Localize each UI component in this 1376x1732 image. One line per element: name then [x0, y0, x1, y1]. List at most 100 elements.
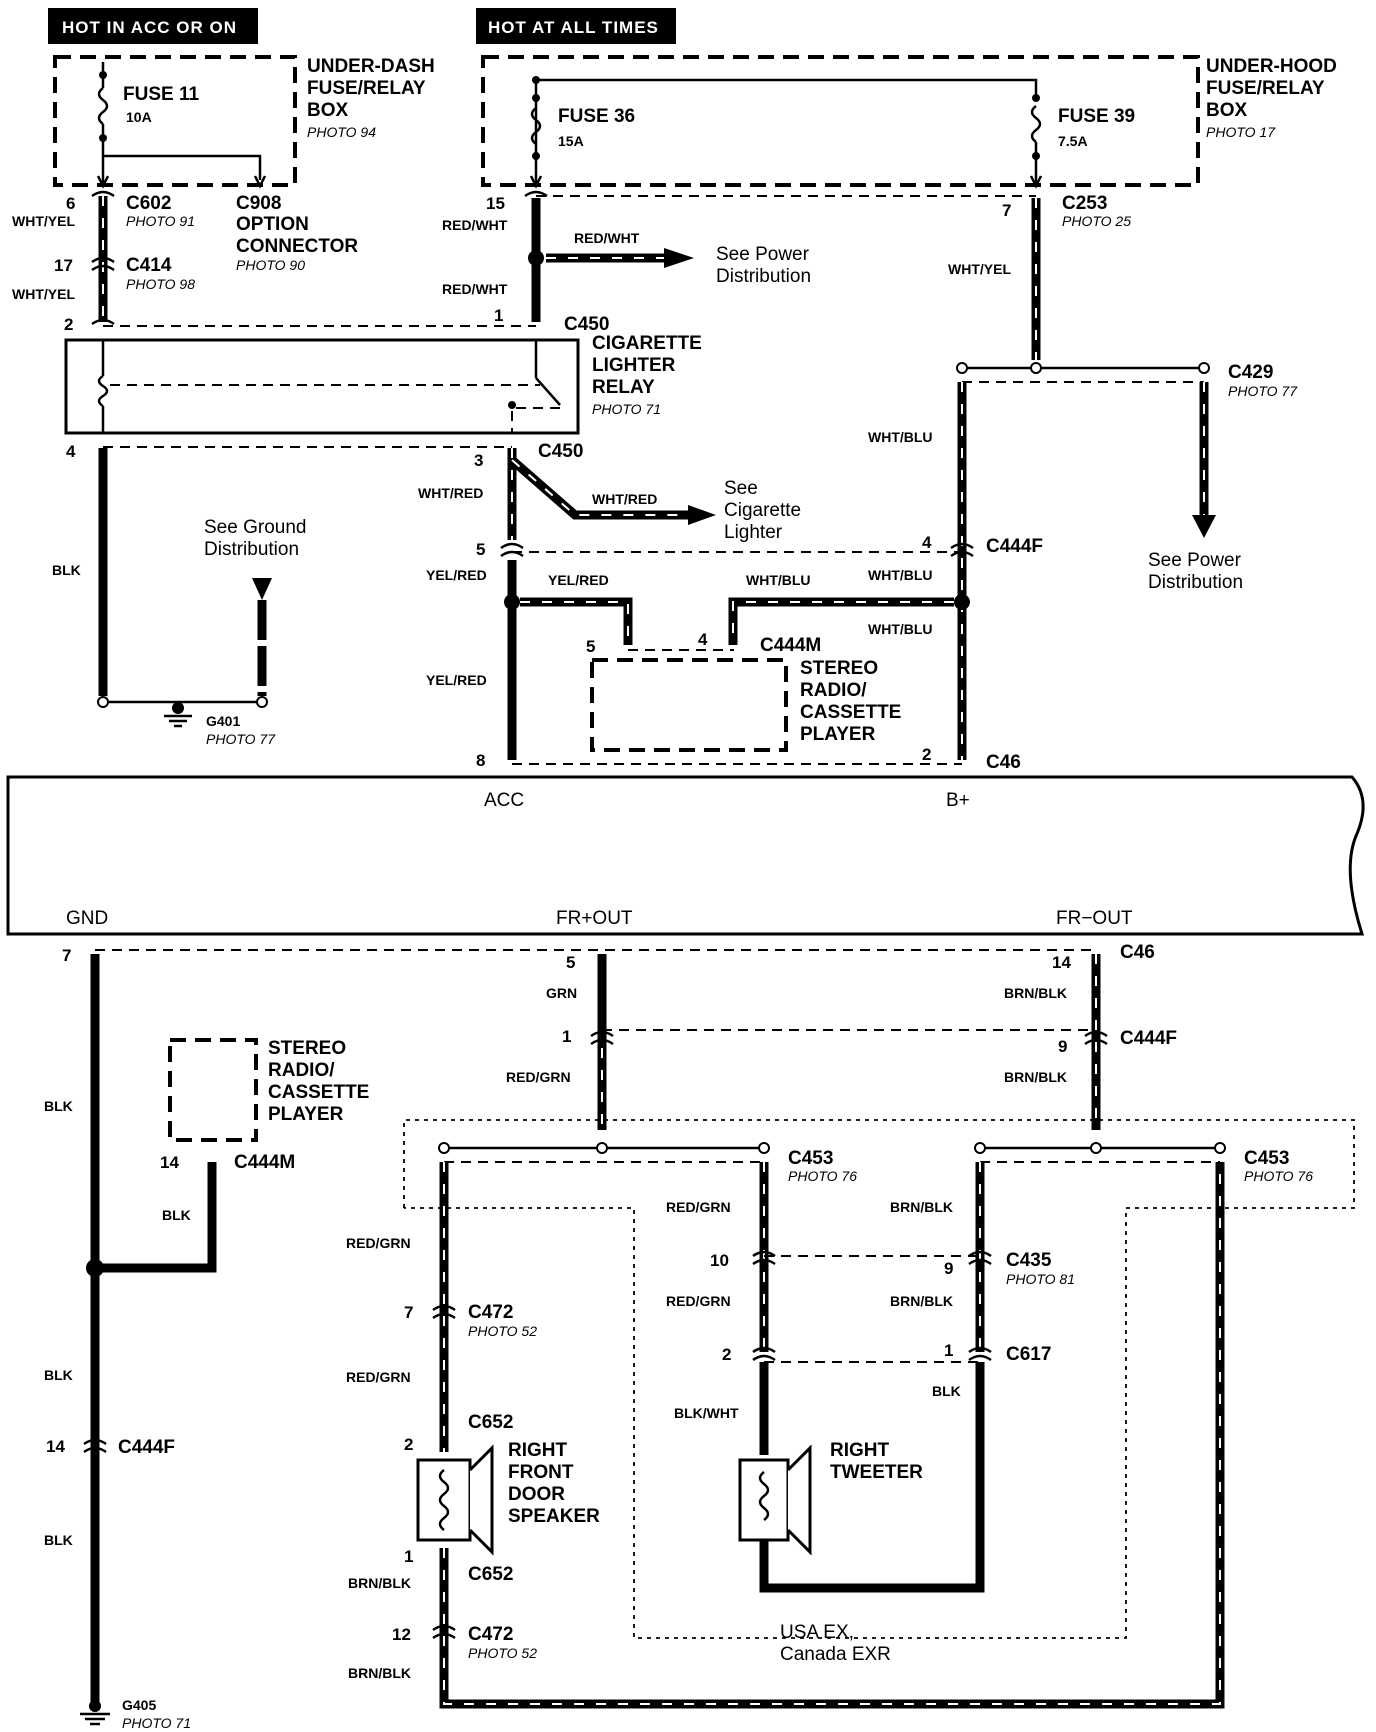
connector-c444f-top: C444F [986, 536, 1043, 557]
speaker-label-4: SPEAKER [508, 1506, 600, 1527]
terminal-fr-plus: FR+OUT [556, 908, 633, 929]
c453-photo-right: PHOTO 76 [1244, 1168, 1313, 1184]
connector-c602: C602 [126, 193, 171, 214]
g401-photo: PHOTO 77 [206, 731, 276, 747]
fuse-39-icon [1029, 94, 1043, 189]
wire-label-brn-blk-4: BRN/BLK [348, 1665, 411, 1681]
pin-17: 17 [54, 256, 73, 275]
connector-symbol-c472-bottom [432, 1624, 456, 1640]
arrow-right-icon [664, 248, 694, 268]
wire-label-wht-yel-3: WHT/YEL [948, 261, 1011, 277]
c253-photo: PHOTO 25 [1062, 213, 1131, 229]
pin-15: 15 [486, 194, 505, 213]
wire-label-brn-blk-5: BRN/BLK [890, 1199, 953, 1215]
wire-label-blk-wht: BLK/WHT [674, 1405, 739, 1421]
wire-label-wht-blu-3: WHT/BLU [746, 572, 811, 588]
connector-symbol-gnd-c444f [83, 1438, 107, 1454]
ground-g401: G401 [206, 713, 240, 729]
c435-photo: PHOTO 81 [1006, 1271, 1075, 1287]
pin-3: 3 [474, 451, 483, 470]
c429-photo: PHOTO 77 [1228, 383, 1298, 399]
power-ref-1b: Distribution [716, 266, 811, 287]
pin-14-c444f: 14 [46, 1437, 65, 1456]
connector-symbol-c617-left [752, 1346, 776, 1362]
arrow-down-icon [1192, 515, 1216, 538]
fuse-36-icon [529, 76, 1038, 189]
connector-c450-top: C450 [564, 314, 609, 335]
fuse-11-amp: 10A [126, 109, 152, 125]
pin-2-relay: 2 [64, 315, 73, 334]
speaker-label-3: DOOR [508, 1484, 565, 1505]
header-tag-acc [48, 8, 258, 44]
c472-photo-bottom: PHOTO 52 [468, 1645, 537, 1661]
tweeter-icon [738, 1444, 812, 1556]
relay-coil-icon [97, 340, 561, 433]
wire-blk-tweeter [759, 1362, 985, 1593]
power-ref-2a: See Power [1148, 550, 1242, 571]
power-ref-1a: See Power [716, 244, 810, 265]
wire-label-wht-yel-1: WHT/YEL [12, 213, 75, 229]
wire-label-red-grn-1: RED/GRN [506, 1069, 571, 1085]
connector-symbol-15 [524, 190, 548, 198]
pin-8: 8 [476, 751, 485, 770]
underdash-label-1: UNDER-DASH [307, 56, 435, 77]
connector-c450-bottom: C450 [538, 441, 583, 462]
c453-photo-left: PHOTO 76 [788, 1168, 857, 1184]
c414-photo: PHOTO 98 [126, 276, 195, 292]
underhood-label-3: BOX [1206, 100, 1248, 121]
wire-label-red-grn-3: RED/GRN [346, 1369, 411, 1385]
pin-4-left: 4 [66, 442, 76, 461]
fuse-36-amp: 15A [558, 133, 584, 149]
stereo2-label-2: RADIO/ [268, 1060, 335, 1081]
pin-1-c652: 1 [404, 1547, 413, 1566]
pin-5-c444m: 5 [586, 637, 595, 656]
pin-7-c472: 7 [404, 1303, 413, 1322]
pin-4-c444f: 4 [922, 533, 932, 552]
connector-c444m-top: C444M [760, 635, 821, 656]
connector-c444f-bottom: C444F [1120, 1028, 1177, 1049]
connector-symbol-c444f-left [500, 542, 524, 558]
connector-c453-right: C453 [1244, 1148, 1289, 1169]
wire-label-wht-red-2: WHT/RED [592, 491, 657, 507]
lighter-ref-2: Cigarette [724, 500, 801, 521]
pin-1-c450: 1 [494, 306, 503, 325]
pin-2-c652: 2 [404, 1435, 413, 1454]
connector-symbol-c444f-frm [1084, 1030, 1108, 1046]
terminal-bplus: B+ [946, 790, 970, 811]
fuse-11-icon [96, 62, 267, 189]
wire-wht-red [507, 448, 716, 540]
speaker-label-1: RIGHT [508, 1440, 568, 1461]
wire-label-red-grn-4: RED/GRN [666, 1199, 731, 1215]
wire-label-brn-blk-2: BRN/BLK [1004, 1069, 1067, 1085]
pin-4-c444m: 4 [698, 630, 708, 649]
connector-c472-top: C472 [468, 1302, 513, 1323]
pin-7-c253: 7 [1002, 201, 1011, 220]
pin-5-frp: 5 [566, 953, 575, 972]
connector-c429: C429 [1228, 362, 1273, 383]
c472-photo-top: PHOTO 52 [468, 1323, 537, 1339]
wire-label-red-wht-1: RED/WHT [442, 217, 508, 233]
pin-2-c617: 2 [722, 1345, 731, 1364]
connector-c652-bottom: C652 [468, 1564, 513, 1585]
pin-9-c444f: 9 [1058, 1037, 1067, 1056]
stereo-radio-unit [6, 775, 1365, 936]
header-tag-always [476, 8, 676, 44]
connector-symbol-c435-right [968, 1250, 992, 1266]
wire-label-grn: GRN [546, 985, 577, 1001]
tweeter-label-2: TWEETER [830, 1462, 923, 1483]
option-label-1: OPTION [236, 214, 309, 235]
pin-10-c435: 10 [710, 1251, 729, 1270]
stereo-label-4: PLAYER [800, 724, 876, 745]
stereo-radio-bottom [168, 1038, 258, 1142]
connector-c414: C414 [126, 255, 172, 276]
terminal-gnd: GND [66, 908, 108, 929]
connector-c453-left: C453 [788, 1148, 833, 1169]
terminal-fr-minus: FR−OUT [1056, 908, 1133, 929]
wire-label-yel-red-3: YEL/RED [426, 672, 487, 688]
stereo2-label-4: PLAYER [268, 1104, 344, 1125]
connector-symbols-left-top [91, 190, 115, 326]
variant-label-2: Canada EXR [780, 1644, 891, 1665]
g405-photo: PHOTO 71 [122, 1715, 191, 1731]
pin-9-c435: 9 [944, 1259, 953, 1278]
arrow-right-icon-2 [688, 505, 716, 525]
